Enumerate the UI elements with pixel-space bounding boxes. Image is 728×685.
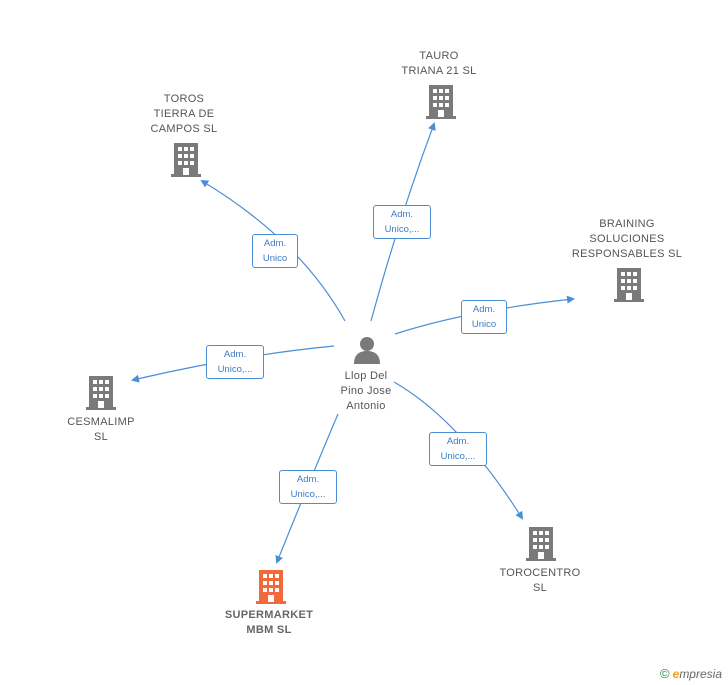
brand-logo-initial: e [672, 667, 680, 681]
company-name-tauro[interactable]: TAURO TRIANA 21 SL [401, 50, 477, 77]
footer-brand[interactable]: ©empresia [660, 666, 722, 681]
person-name[interactable]: Llop Del Pino Jose Antonio [340, 370, 392, 412]
building-icon [614, 268, 644, 302]
person-icon [354, 337, 380, 364]
building-icon [86, 376, 116, 410]
company-node-supermarket[interactable] [256, 570, 286, 609]
person-node[interactable] [351, 334, 383, 366]
company-node-tauro[interactable] [426, 85, 456, 124]
edge-label-supermarket[interactable]: Adm. Unico,... [279, 470, 337, 504]
edge-label-braining[interactable]: Adm. Unico [461, 300, 507, 334]
copyright-icon: © [660, 666, 670, 681]
company-node-torocentro[interactable] [526, 527, 556, 566]
building-icon [526, 527, 556, 561]
edge-label-cesmalimp[interactable]: Adm. Unico,... [206, 345, 264, 379]
company-name-braining[interactable]: BRAINING SOLUCIONES RESPONSABLES SL [571, 218, 683, 260]
company-name-toros[interactable]: TOROS TIERRA DE CAMPOS SL [150, 93, 218, 135]
building-icon [171, 143, 201, 177]
company-name-torocentro[interactable]: TOROCENTRO SL [499, 567, 581, 594]
company-node-braining[interactable] [614, 268, 644, 307]
edge-label-toros[interactable]: Adm. Unico [252, 234, 298, 268]
building-icon [256, 570, 286, 604]
brand-name: mpresia [679, 667, 722, 681]
edge-label-tauro[interactable]: Adm. Unico,... [373, 205, 431, 239]
company-name-supermarket[interactable]: SUPERMARKET MBM SL [224, 609, 314, 636]
edge-label-torocentro[interactable]: Adm. Unico,... [429, 432, 487, 466]
company-name-cesmalimp[interactable]: CESMALIMP SL [67, 416, 135, 443]
company-node-cesmalimp[interactable] [86, 376, 116, 415]
building-icon [426, 85, 456, 119]
company-node-toros[interactable] [171, 143, 201, 182]
